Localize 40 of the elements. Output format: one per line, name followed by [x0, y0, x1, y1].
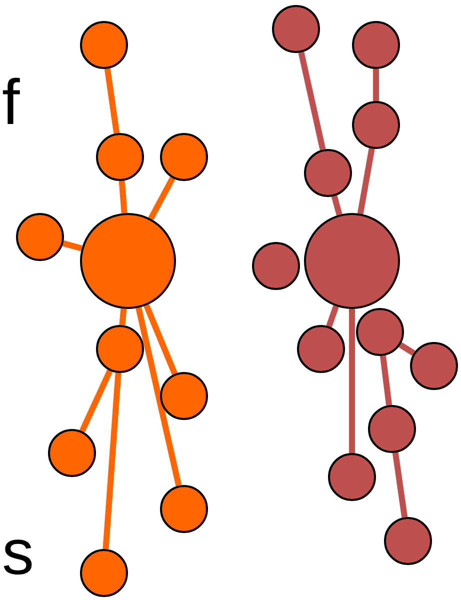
connector-line — [373, 69, 379, 101]
connector-line — [392, 452, 408, 518]
connector-line — [104, 68, 120, 134]
connector-line — [398, 342, 416, 356]
network-node-circle — [160, 485, 208, 533]
network-node-circle — [16, 213, 64, 261]
network-node-circle — [160, 372, 208, 420]
network-node-circle — [80, 549, 128, 597]
network-node-circle — [410, 342, 458, 390]
network-node-circle — [384, 517, 432, 565]
network-node-circle — [304, 149, 352, 197]
connector-line — [298, 52, 326, 150]
network-node-circle — [160, 133, 208, 181]
connector-line — [148, 176, 176, 220]
network-node-circle — [352, 101, 400, 149]
connector-line — [349, 309, 355, 453]
network-node-circle — [368, 405, 416, 453]
text-fragment: f — [2, 70, 20, 134]
network-node-circle — [328, 453, 376, 501]
connector-line — [326, 305, 339, 328]
network-node-circle — [297, 325, 345, 373]
network-node-circle — [272, 5, 320, 53]
connector-line — [380, 355, 392, 406]
network-node-circle — [356, 308, 404, 356]
connector-line — [62, 240, 82, 252]
connector-line — [119, 308, 127, 326]
text-fragment: s — [2, 520, 34, 584]
network-node-circle — [352, 21, 400, 69]
network-node-circle — [252, 242, 300, 290]
connector-line — [357, 148, 375, 214]
network-node-circle — [96, 133, 144, 181]
connector-line — [79, 370, 113, 432]
connector-line — [331, 195, 342, 216]
connector-line — [118, 180, 128, 214]
connector-line — [144, 304, 178, 375]
network-node-circle — [48, 429, 96, 477]
network-node-circle — [96, 325, 144, 373]
network-node-circle — [80, 21, 128, 69]
connector-line — [102, 372, 122, 550]
connector-line — [136, 307, 182, 486]
